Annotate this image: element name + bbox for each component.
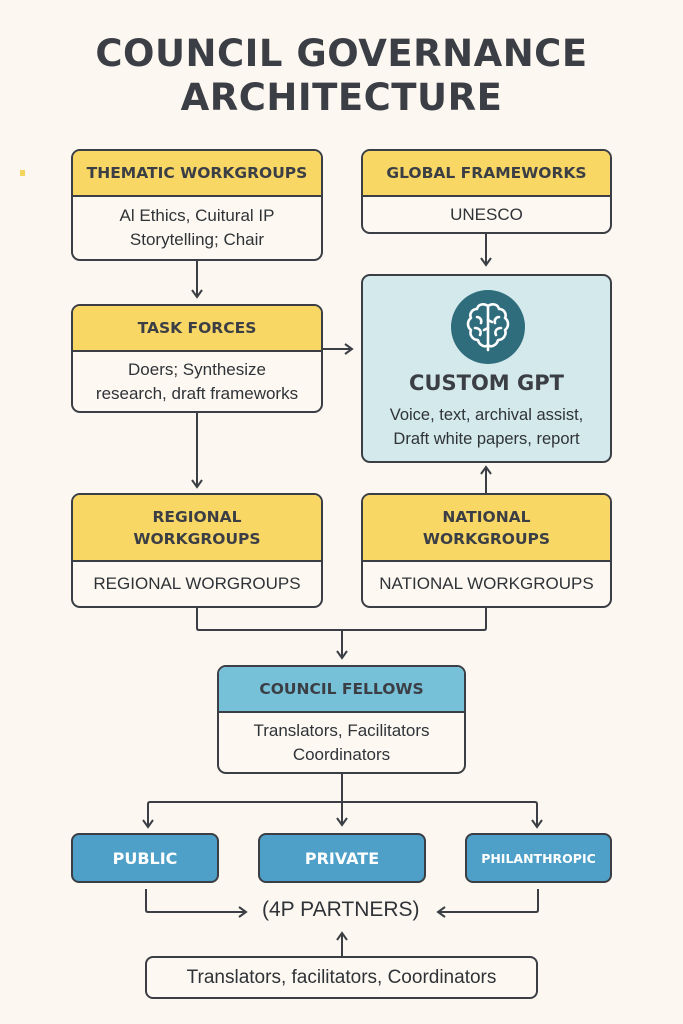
merge-regional-national <box>196 607 487 631</box>
regional-title-line-2: WORKGROUPS <box>133 529 261 548</box>
custom-gpt-line-1: Voice, text, archival assist, <box>389 406 584 424</box>
fellows-line-2: Coordinators <box>292 744 391 764</box>
regional-workgroups-card: REGIONAL WORKGROUPS REGIONAL WORGROUPS <box>71 493 323 608</box>
private-partner: PRIVATE <box>258 833 426 883</box>
page-title: COUNCIL GOVERNANCE ARCHITECTURE <box>0 32 683 120</box>
custom-gpt-line-2: Draft white papers, report <box>393 430 580 448</box>
regional-workgroups-body: REGIONAL WORGROUPS <box>93 574 301 593</box>
national-workgroups-card: NATIONAL WORKGROUPS NATIONAL WORKGROUPS <box>361 493 612 608</box>
task-forces-body: Doers; Synthesize research, draft framew… <box>73 352 321 411</box>
thematic-workgroups-body: Al Ethics, Cuitural IP Storytelling; Cha… <box>73 197 321 259</box>
national-title-line-1: NATIONAL <box>442 507 531 526</box>
custom-gpt-title: CUSTOM GPT <box>409 371 564 395</box>
thematic-workgroups-title: THEMATIC WORKGROUPS <box>73 151 321 197</box>
philanthropic-partner: PHILANTHROPIC <box>465 833 612 883</box>
global-frameworks-body: UNESCO <box>450 204 523 224</box>
task-forces-line-1: Doers; Synthesize <box>128 359 266 379</box>
4p-partners-label: (4P PARTNERS) <box>262 898 420 921</box>
bottom-roles-box: Translators, facilitators, Coordinators <box>145 956 538 999</box>
thematic-workgroups-card: THEMATIC WORKGROUPS Al Ethics, Cuitural … <box>71 149 323 261</box>
national-workgroups-title: NATIONAL WORKGROUPS <box>363 495 610 562</box>
fellows-line-1: Translators, Facilitators <box>253 720 430 740</box>
task-forces-title: TASK FORCES <box>73 306 321 352</box>
national-title-line-2: WORKGROUPS <box>422 529 551 548</box>
brain-icon <box>451 290 525 364</box>
arrow-philanthropic-to-partners <box>436 889 539 918</box>
regional-title-line-1: REGIONAL <box>152 507 242 526</box>
council-fellows-card: COUNCIL FELLOWS Translators, Facilitator… <box>217 665 466 774</box>
council-fellows-body: Translators, Facilitators Coordinators <box>219 713 464 772</box>
title-line-1: COUNCIL GOVERNANCE <box>95 32 588 75</box>
regional-workgroups-title: REGIONAL WORKGROUPS <box>73 495 321 562</box>
branch-line <box>147 801 538 826</box>
council-fellows-title: COUNCIL FELLOWS <box>219 667 464 713</box>
public-partner: PUBLIC <box>71 833 219 883</box>
arrow-public-to-partners <box>145 889 248 918</box>
decorative-dot <box>20 170 25 176</box>
custom-gpt-card: CUSTOM GPT Voice, text, archival assist,… <box>361 274 612 463</box>
task-forces-line-2: research, draft frameworks <box>95 383 299 403</box>
national-workgroups-body: NATIONAL WORKGROUPS <box>379 574 594 593</box>
global-frameworks-card: GLOBAL FRAMEWORKS UNESCO <box>361 149 612 234</box>
custom-gpt-body: Voice, text, archival assist, Draft whit… <box>363 403 610 451</box>
title-line-2: ARCHITECTURE <box>180 76 503 119</box>
thematic-line-1: Al Ethics, Cuitural IP <box>119 206 275 225</box>
task-forces-card: TASK FORCES Doers; Synthesize research, … <box>71 304 323 413</box>
thematic-line-2: Storytelling; Chair <box>129 230 265 249</box>
global-frameworks-title: GLOBAL FRAMEWORKS <box>363 151 610 197</box>
